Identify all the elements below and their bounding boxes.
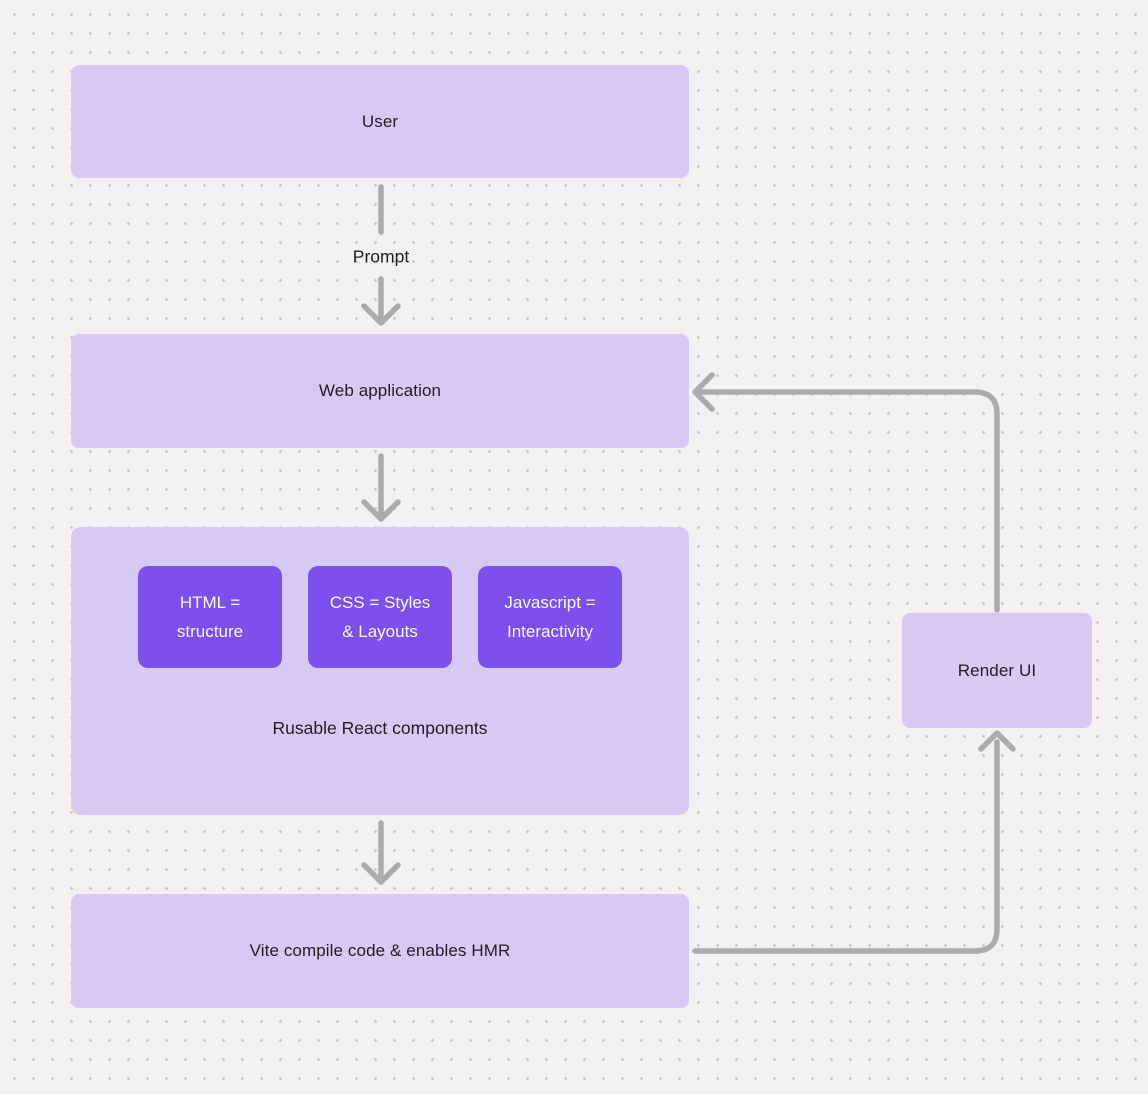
node-render-ui-label: Render UI bbox=[957, 660, 1037, 680]
edge-vite-to-render-line bbox=[692, 739, 1000, 954]
chip-css-label: CSS = Styles & Layouts bbox=[329, 593, 431, 641]
chip-javascript-label: Javascript = Interactivity bbox=[504, 593, 596, 641]
edge-vite-to-render-arrowhead-icon bbox=[978, 730, 1016, 752]
node-vite-label: Vite compile code & enables HMR bbox=[249, 941, 511, 960]
chip-css[interactable]: CSS = Styles & Layouts bbox=[308, 566, 452, 668]
node-user-label: User bbox=[361, 111, 399, 131]
edge-render-to-webapp-arrowhead-icon bbox=[692, 372, 715, 412]
node-vite[interactable]: Vite compile code & enables HMR bbox=[71, 894, 689, 1008]
node-react-components[interactable]: HTML = structure CSS = Styles & Layouts … bbox=[71, 527, 689, 815]
chip-javascript[interactable]: Javascript = Interactivity bbox=[478, 566, 622, 668]
edge-render-to-webapp-line bbox=[699, 389, 1000, 613]
chip-html[interactable]: HTML = structure bbox=[138, 566, 282, 668]
node-web-application[interactable]: Web application bbox=[71, 334, 689, 448]
node-render-ui[interactable]: Render UI bbox=[902, 613, 1092, 728]
node-user[interactable]: User bbox=[71, 65, 689, 178]
node-react-components-label: Rusable React components bbox=[272, 718, 488, 738]
edge-label-prompt: Prompt bbox=[352, 246, 410, 267]
chip-html-label: HTML = structure bbox=[176, 593, 244, 641]
edge-user-to-webapp-arrowhead-icon bbox=[361, 303, 401, 326]
node-web-application-label: Web application bbox=[318, 381, 442, 400]
edge-webapp-to-components-arrowhead-icon bbox=[361, 499, 401, 522]
edge-components-to-vite-arrowhead-icon bbox=[361, 862, 401, 885]
